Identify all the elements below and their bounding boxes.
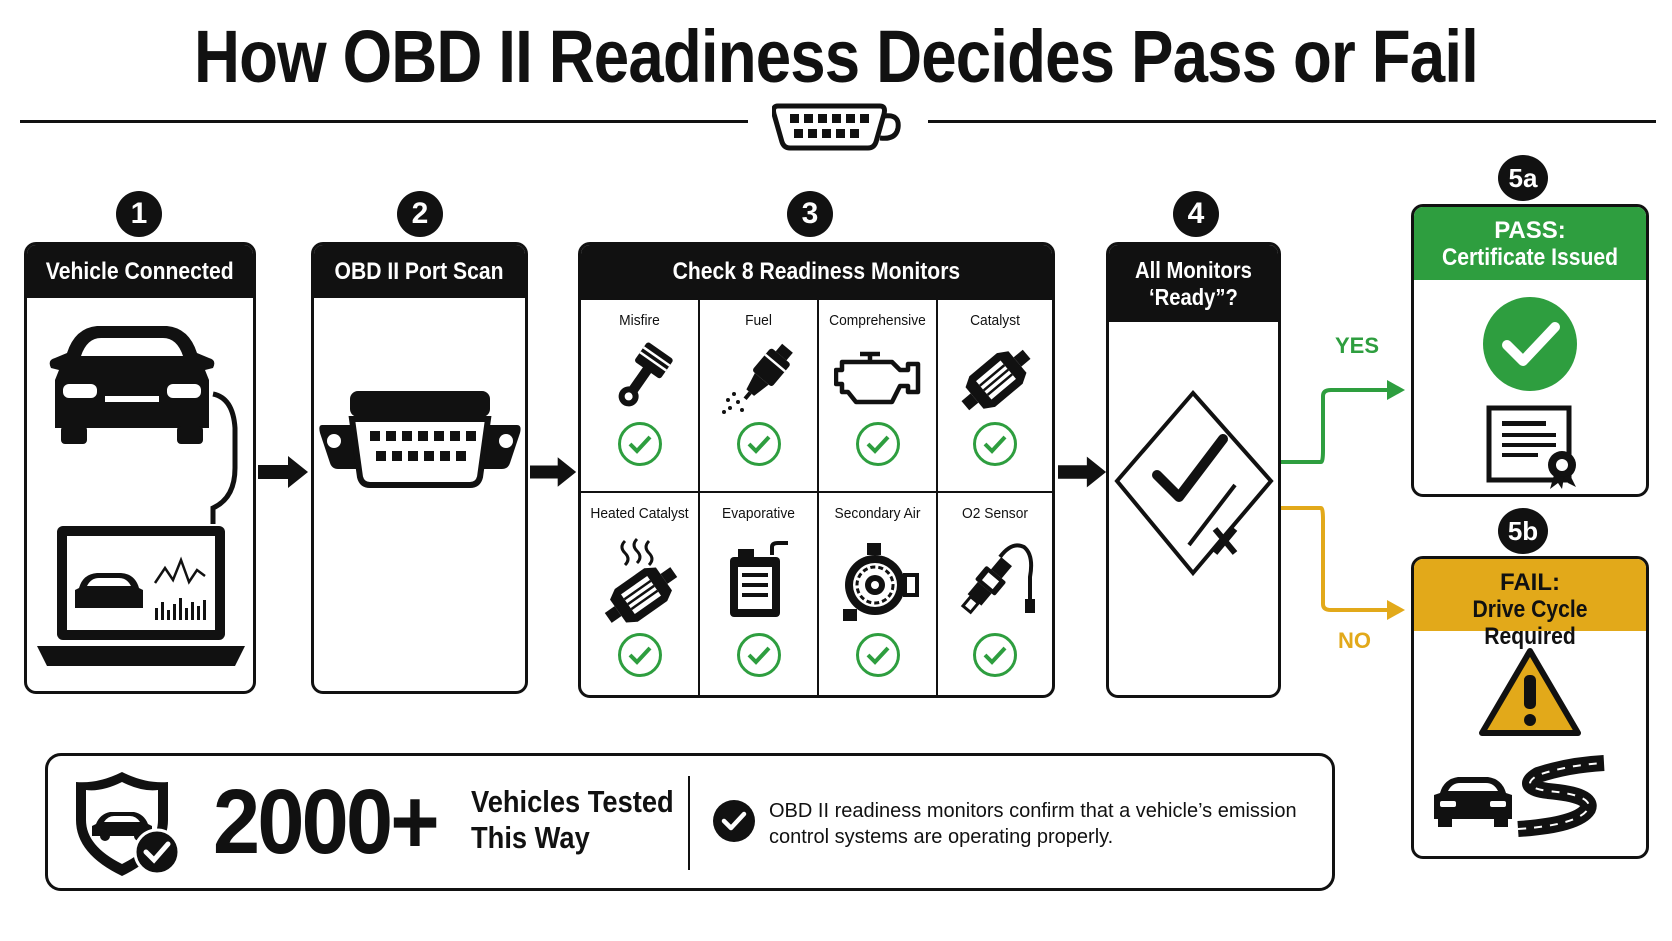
monitor-label: Fuel xyxy=(745,312,772,329)
step-4-title-line2: ‘Ready”? xyxy=(1149,283,1238,310)
step-4-badge: 4 xyxy=(1173,191,1219,237)
engine-icon xyxy=(834,351,921,405)
step-1-badge: 1 xyxy=(116,191,162,237)
step-1-header: Vehicle Connected xyxy=(27,245,253,298)
step-3-badge: 3 xyxy=(787,191,833,237)
fail-header: FAIL: Drive Cycle Required xyxy=(1414,559,1646,650)
monitor-label: Misfire xyxy=(619,312,660,329)
title-rule-right xyxy=(928,120,1656,123)
monitor-label: Catalyst xyxy=(970,312,1020,329)
monitor-status-check xyxy=(736,422,781,466)
step-1-card: Vehicle Connected xyxy=(24,242,256,694)
monitor-label: Secondary Air xyxy=(834,505,921,522)
step-3-header: Check 8 Readiness Monitors xyxy=(581,245,1052,298)
step-2-card: OBD II Port Scan xyxy=(311,242,528,694)
monitor-cell-heated-catalyst: Heated Catalyst xyxy=(581,491,700,695)
monitor-grid: Misfire Fuel xyxy=(581,298,1052,695)
air-pump-icon xyxy=(843,543,919,621)
obd-port-icon xyxy=(319,391,521,488)
monitor-cell-secondary-air: Secondary Air xyxy=(819,491,938,695)
step-2-header: OBD II Port Scan xyxy=(314,245,525,298)
step-2-title: OBD II Port Scan xyxy=(334,257,504,285)
pass-header: PASS: Certificate Issued xyxy=(1414,207,1646,280)
monitor-label: Evaporative xyxy=(722,505,795,522)
step-4-header: All Monitors ‘Ready”? xyxy=(1109,245,1278,322)
monitor-cell-comprehensive: Comprehensive xyxy=(819,298,938,491)
fail-title: FAIL: xyxy=(1500,569,1560,596)
fail-card: FAIL: Drive Cycle Required xyxy=(1411,556,1649,859)
pass-subtitle: Certificate Issued xyxy=(1441,244,1619,271)
monitor-status-check xyxy=(855,633,900,677)
title-rule-left xyxy=(20,120,748,123)
monitor-cell-o2-sensor: O2 Sensor xyxy=(938,491,1052,695)
step-2-badge: 2 xyxy=(397,191,443,237)
monitor-status-check xyxy=(855,422,900,466)
monitor-cell-catalyst: Catalyst xyxy=(938,298,1052,491)
flow-arrow-3 xyxy=(1058,456,1107,488)
step-3-title: Check 8 Readiness Monitors xyxy=(672,257,961,285)
step-4-card: All Monitors ‘Ready”? xyxy=(1106,242,1281,698)
page-title: How OBD II Readiness Decides Pass or Fai… xyxy=(194,15,1479,98)
piston-icon xyxy=(618,342,673,407)
step-1-title: Vehicle Connected xyxy=(46,257,234,285)
decision-diamond-icon xyxy=(1114,389,1274,577)
certificate-icon xyxy=(1486,405,1576,489)
monitor-label: Heated Catalyst xyxy=(590,505,689,522)
stats-panel: 2000+ Vehicles Tested This Way OBD II re… xyxy=(45,753,1335,891)
pass-check-icon xyxy=(1483,297,1577,391)
check-circle-icon xyxy=(713,800,755,842)
monitor-cell-misfire: Misfire xyxy=(581,298,700,491)
drive-cycle-road-icon xyxy=(1434,755,1605,837)
monitor-label: O2 Sensor xyxy=(962,505,1028,522)
branch-arrows xyxy=(1281,380,1405,620)
step-3-card: Check 8 Readiness Monitors Misfire Fuel xyxy=(578,242,1055,698)
car-laptop-icon xyxy=(37,326,245,666)
shield-car-icon xyxy=(76,772,181,876)
monitor-status-check xyxy=(973,422,1017,466)
vehicles-tested-label-line2: This Way xyxy=(471,820,590,855)
step-5b-badge: 5b xyxy=(1498,508,1548,554)
monitor-status-check xyxy=(617,633,662,677)
monitor-status-check xyxy=(973,633,1017,677)
stats-divider xyxy=(688,776,690,870)
yes-branch-label: YES xyxy=(1335,333,1380,358)
step-4-title-line1: All Monitors xyxy=(1135,256,1252,283)
fuel-injector-icon xyxy=(722,343,793,414)
no-branch-label: NO xyxy=(1338,628,1371,653)
step-5a-badge: 5a xyxy=(1498,155,1548,201)
fail-subtitle: Drive Cycle Required xyxy=(1472,596,1588,650)
flow-arrow-2 xyxy=(530,457,577,487)
monitor-status-check xyxy=(617,422,662,466)
readiness-note: OBD II readiness monitors confirm that a… xyxy=(769,800,1297,848)
heated-catalyst-icon xyxy=(604,537,678,623)
fuel-canister-icon xyxy=(730,541,788,617)
flow-arrow-1 xyxy=(258,456,308,488)
monitor-status-check xyxy=(736,633,781,677)
vehicles-tested-label: Vehicles Tested This Way xyxy=(471,784,674,856)
warning-icon xyxy=(1479,648,1581,736)
vehicles-tested-label-line1: Vehicles Tested xyxy=(471,784,674,819)
monitor-label: Comprehensive xyxy=(829,312,926,329)
catalytic-converter-icon xyxy=(961,349,1031,411)
obd-connector-icon xyxy=(772,103,901,151)
monitor-cell-fuel: Fuel xyxy=(700,298,819,491)
pass-title: PASS: xyxy=(1494,217,1566,244)
pass-card: PASS: Certificate Issued xyxy=(1411,204,1649,497)
vehicles-tested-count: 2000+ xyxy=(213,771,440,873)
oxygen-sensor-icon xyxy=(960,543,1035,615)
monitor-cell-evaporative: Evaporative xyxy=(700,491,819,695)
